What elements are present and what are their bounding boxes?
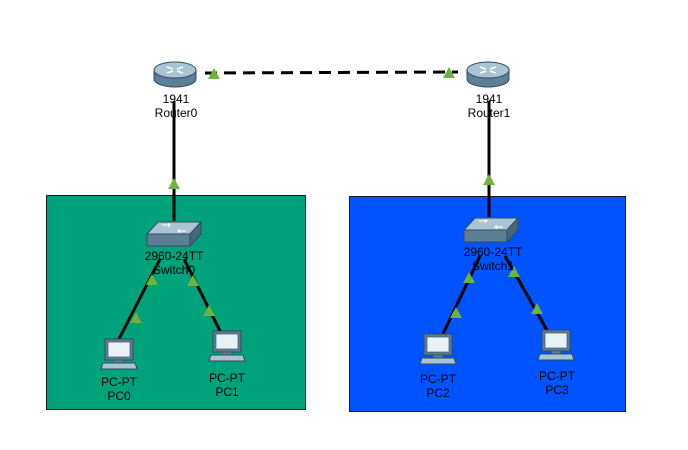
router-icon[interactable] [153, 60, 197, 88]
pc1-name-label[interactable]: PC1 [215, 385, 239, 399]
switch0-model-label: 2960-24TT [144, 249, 204, 263]
link-switch0-pc0[interactable] [117, 258, 162, 340]
pc1-model-label: PC-PT [209, 371, 245, 385]
link-switch1-pc3[interactable] [503, 255, 550, 333]
router0-name-label[interactable]: Router0 [154, 106, 198, 120]
router1-model-label: 1941 [475, 92, 503, 106]
link-up-indicator [168, 178, 180, 189]
pc-icon[interactable] [100, 338, 138, 372]
pc-icon[interactable] [419, 333, 457, 367]
pc2-name-label[interactable]: PC2 [426, 386, 450, 400]
link-switch0-pc1[interactable] [182, 258, 222, 332]
pc2-model-label: PC-PT [420, 372, 456, 386]
pc0-name-label[interactable]: PC0 [107, 389, 131, 403]
link-switch1-pc2[interactable] [440, 255, 482, 337]
pc-icon[interactable] [537, 329, 575, 363]
router0-model-label: 1941 [162, 92, 190, 106]
link-router0-router1[interactable] [204, 70, 459, 75]
pc-icon[interactable] [208, 330, 246, 364]
router1-name-label[interactable]: Router1 [467, 106, 511, 120]
link-up-indicator [203, 305, 215, 316]
switch1-model-label: 2960-24TT [463, 245, 523, 259]
router-icon[interactable] [466, 60, 510, 88]
switch-icon[interactable] [146, 221, 202, 249]
link-up-indicator [483, 174, 495, 185]
pc3-model-label: PC-PT [539, 369, 575, 383]
switch-icon[interactable] [463, 217, 519, 245]
pc0-model-label: PC-PT [101, 375, 137, 389]
switch0-name-label[interactable]: Switch0 [152, 263, 196, 277]
switch1-name-label[interactable]: Switch1 [471, 259, 515, 273]
pc3-name-label[interactable]: PC3 [545, 383, 569, 397]
